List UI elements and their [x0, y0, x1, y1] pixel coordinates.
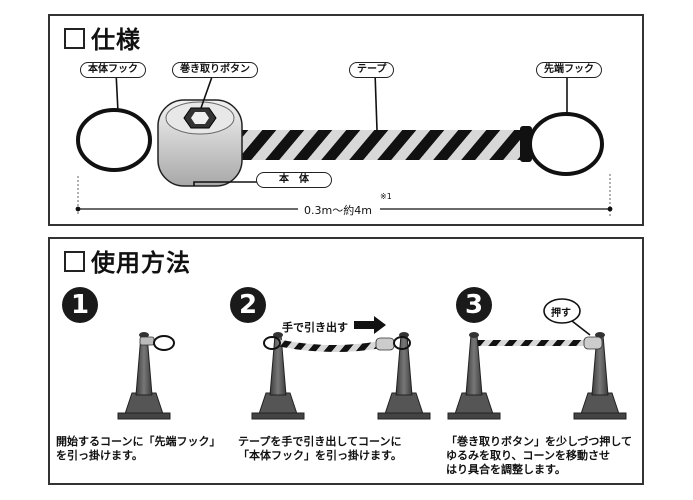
checkbox-square-icon — [64, 28, 85, 49]
spec-heading: 仕様 — [64, 20, 141, 55]
main-hook-ring — [76, 108, 152, 172]
spec-panel: 仕様 — [48, 14, 644, 226]
leader-main-hook — [115, 71, 119, 113]
spec-heading-text: 仕様 — [91, 26, 141, 54]
step-3-cones — [447, 332, 627, 420]
usage-illustrations — [117, 298, 627, 420]
leader-tape — [374, 71, 378, 131]
note-mark: ※1 — [380, 192, 392, 201]
leader-body — [193, 181, 258, 186]
label-main-hook: 本体フック — [80, 62, 146, 78]
step-2-number: 2 — [230, 287, 266, 323]
length-range: 0.3m〜約4m — [304, 204, 372, 217]
dimension-end-right — [607, 206, 613, 212]
step-2-cones — [251, 332, 431, 420]
tip-hook-ring — [528, 112, 604, 176]
pull-arrow-icon — [354, 316, 386, 334]
label-wind-button: 巻き取りボタン — [172, 62, 258, 78]
wind-button-inner — [191, 112, 209, 124]
tape-end-cap — [520, 126, 532, 162]
leader-wind-button — [200, 73, 214, 109]
pull-by-hand-label: 手で引き出す — [282, 321, 348, 334]
step-2-caption: テープを手で引き出してコーンに 「本体フック」を引っ掛けます。 — [238, 435, 402, 462]
press-label: 押す — [551, 308, 571, 319]
checkbox-square-icon — [64, 251, 85, 272]
step-1-number: 1 — [62, 287, 98, 323]
usage-heading-text: 使用方法 — [91, 249, 191, 277]
step-3-caption: 「巻き取りボタン」を少しづつ押して ゆるみを取り、コーンを移動させ はり具合を調… — [446, 435, 633, 476]
step-1-cone — [117, 332, 175, 420]
step-1-caption: 開始するコーンに「先端フック」 を引っ掛けます。 — [56, 435, 221, 462]
label-tip-hook: 先端フック — [536, 62, 602, 78]
usage-heading: 使用方法 — [64, 243, 191, 278]
usage-panel: 使用方法 1 2 3 — [48, 237, 644, 485]
label-body: 本 体 — [256, 172, 332, 188]
step-3-number: 3 — [456, 287, 492, 323]
press-bubble — [543, 298, 591, 336]
label-tape: テープ — [349, 62, 395, 78]
tape-body — [236, 130, 524, 160]
product-illustration — [75, 71, 613, 216]
dimension-end-left — [75, 206, 81, 212]
